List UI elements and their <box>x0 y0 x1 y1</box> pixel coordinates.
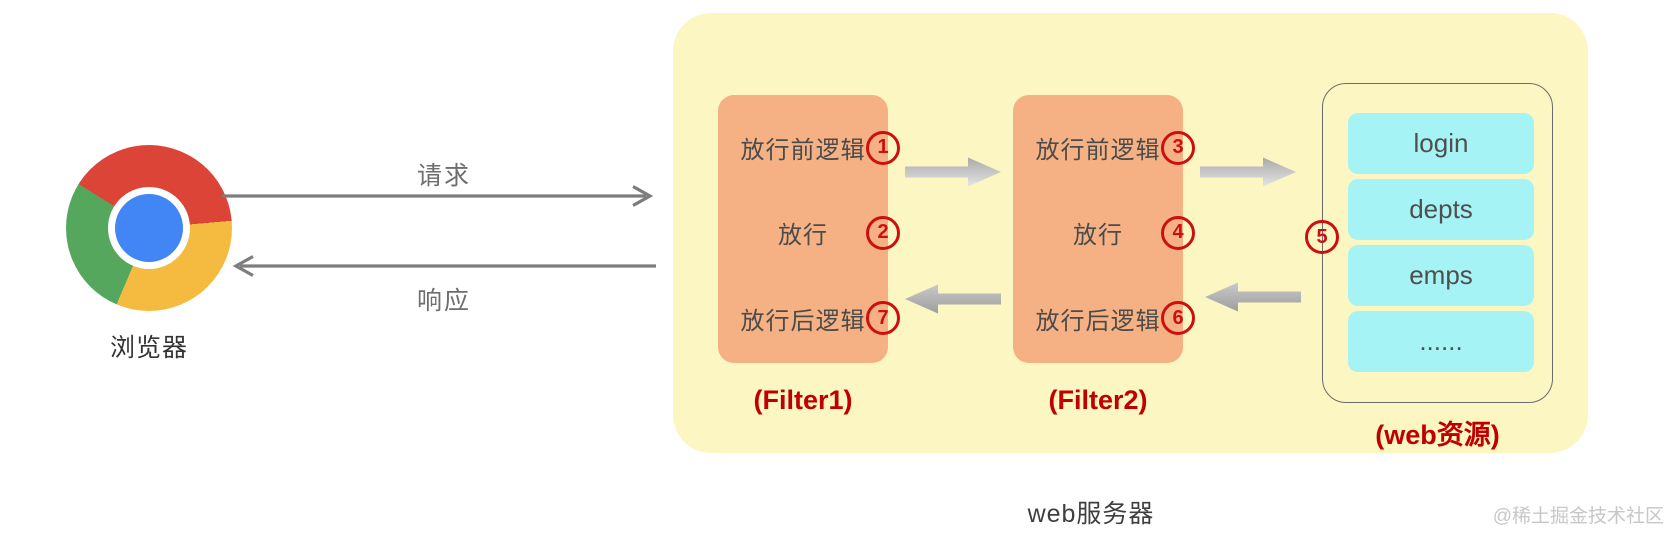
web-resources-container: login depts emps ...... 5 <box>1305 83 1553 403</box>
step-7-badge: 7 <box>866 301 900 336</box>
response-label: 响应 <box>416 287 471 315</box>
filter1-after-label: 放行后逻辑 <box>740 307 866 335</box>
response-arrowhead-icon <box>232 255 254 277</box>
filter2-before-label: 放行前逻辑 <box>1035 137 1161 165</box>
filter1-row-after: 放行后逻辑 7 <box>718 301 900 336</box>
filter2-pass-label: 放行 <box>1073 222 1123 250</box>
step-1-badge: 1 <box>866 130 900 165</box>
filter1-pass-label: 放行 <box>778 222 828 250</box>
filter1-row-pass: 放行 2 <box>718 215 900 250</box>
arrow-resources-to-filter2-icon <box>1205 282 1301 312</box>
resource-emps: emps <box>1348 245 1534 306</box>
step-4-badge: 4 <box>1161 215 1195 250</box>
step-6-badge: 6 <box>1161 301 1195 336</box>
filter2-box: 放行前逻辑 3 放行 4 放行后逻辑 6 <box>1013 95 1195 363</box>
arrow-filter2-to-resources-icon <box>1200 157 1296 187</box>
step-3-badge: 3 <box>1161 130 1195 165</box>
filter2-row-before: 放行前逻辑 3 <box>1013 130 1195 165</box>
filter1-box: 放行前逻辑 1 放行 2 放行后逻辑 7 <box>718 95 900 363</box>
filter2-after-label: 放行后逻辑 <box>1035 307 1161 335</box>
filter2-row-after: 放行后逻辑 6 <box>1013 301 1195 336</box>
chrome-browser-icon <box>66 145 232 311</box>
arrow-filter1-to-filter2-icon <box>905 157 1001 187</box>
step-5-badge: 5 <box>1305 220 1339 254</box>
watermark: @稀土掘金技术社区 <box>1492 506 1664 527</box>
request-arrowhead-icon <box>632 185 654 207</box>
request-label: 请求 <box>416 162 471 190</box>
step-2-badge: 2 <box>866 215 900 250</box>
filter1-row-before: 放行前逻辑 1 <box>718 130 900 165</box>
filter1-before-label: 放行前逻辑 <box>740 137 866 165</box>
resource-depts: depts <box>1348 179 1534 240</box>
resource-login: login <box>1348 113 1534 174</box>
browser-label: 浏览器 <box>109 334 188 362</box>
resource-more: ...... <box>1348 311 1534 372</box>
web-server-label: web服务器 <box>1027 500 1155 528</box>
filter2-label: (Filter2) <box>1048 385 1148 415</box>
web-resources-label: (web资源) <box>1375 420 1500 450</box>
filter2-row-pass: 放行 4 <box>1013 215 1195 250</box>
web-server-panel: 放行前逻辑 1 放行 2 放行后逻辑 7 放行前逻辑 3 放行 4 <box>673 13 1588 453</box>
arrow-filter2-to-filter1-icon <box>905 284 1001 314</box>
filter1-label: (Filter1) <box>753 385 853 415</box>
